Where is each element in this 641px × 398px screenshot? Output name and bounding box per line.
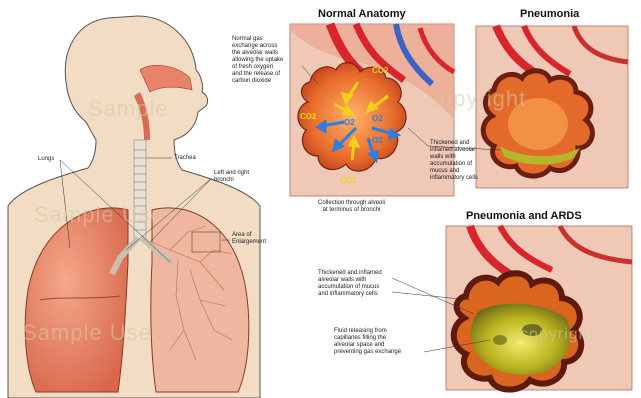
gas-label-co2: CO2 [372,66,388,75]
title-pneumonia: Pneumonia [520,8,579,20]
label-line: Enlargement [232,239,266,246]
label-line: inflamed alveolar [430,147,478,154]
label-line: preventing gas exchange [334,349,401,356]
label-line: Left and right [214,170,249,177]
label-fluid: Fluid releasing from capillaries filling… [334,328,401,356]
label-line: accumulation of [430,161,478,168]
ards-alveoli-panel [446,226,632,390]
label-line: Thickened and inflamed [318,270,382,277]
label-trachea: Trachea [174,155,196,162]
label-line: Fluid releasing from [334,328,401,335]
label-line: Collection through alveoli [318,200,385,207]
label-line: bronchi [214,177,249,184]
label-line: the alveolar walls [232,50,283,57]
watermark: copyright [428,86,526,112]
label-alveoli-caption: Collection through alveoli at terminus o… [318,200,385,214]
label-gas-exchange: Normal gas exchange across the alveolar … [232,36,283,85]
label-line: exchange across [232,43,283,50]
label-line: at terminus of bronchi [318,207,385,214]
label-line: allowing the uptake [232,57,283,64]
label-line: of fresh oxygen [232,64,283,71]
gas-label-o2: O2 [372,114,383,123]
watermark: Sample Use [22,320,152,346]
gas-label-co2: CO2 [300,112,316,121]
label-line: walls with [430,154,478,161]
label-line: alveolar walls with [318,277,382,284]
label-line: capillaries filling the [334,335,401,342]
label-line: and the release of [232,71,283,78]
label-enlargement: Area of Enlargement [232,232,266,246]
label-line: Normal gas [232,36,283,43]
label-thickened-ards: Thickened and inflamed alveolar walls wi… [318,270,382,298]
gas-label-co2: CO2 [340,176,356,185]
watermark: copyright [520,326,594,344]
gas-label-o2: O2 [344,118,355,127]
label-lungs: Lungs [38,156,54,163]
label-thickened-pneumonia: Thickened and inflamed alveolar walls wi… [430,140,478,182]
label-line: Thickened and [430,140,478,147]
label-line: and inflammatory cells [318,291,382,298]
gas-label-o2: O2 [372,136,383,145]
label-line: inflammatory cells [430,175,478,182]
label-bronchi: Left and right bronchi [214,170,249,184]
watermark: Sample [88,96,169,122]
label-line: carbon dioxide [232,78,283,85]
title-normal-anatomy: Normal Anatomy [318,8,406,20]
watermark: Sample Use [34,202,164,228]
label-line: mucus and [430,168,478,175]
label-line: accumulation of mucus [318,284,382,291]
title-pneumonia-ards: Pneumonia and ARDS [466,210,582,222]
label-line: Area of [232,232,266,239]
label-line: alveolar space and [334,342,401,349]
